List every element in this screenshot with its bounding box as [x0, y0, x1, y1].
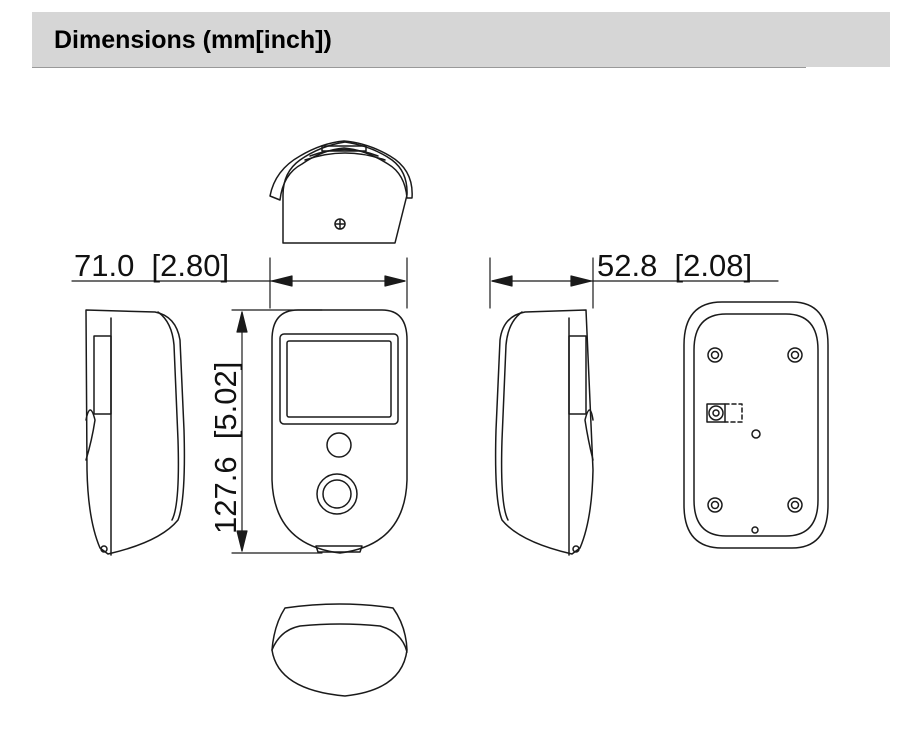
depth-dimension	[489, 257, 779, 309]
height-dimension-label: 127.6 [5.02]	[208, 362, 243, 534]
section-header: Dimensions (mm[inch])	[32, 12, 890, 67]
device-back-view-icon	[683, 301, 829, 549]
device-front-view-icon	[271, 309, 408, 554]
device-right-side-view-icon	[494, 309, 594, 556]
depth-dimension-label: 52.8 [2.08]	[597, 248, 752, 283]
device-bottom-view-icon	[271, 603, 408, 697]
height-dimension	[231, 309, 323, 554]
device-top-view-icon	[269, 140, 413, 244]
device-left-side-view-icon	[85, 309, 186, 556]
header-divider	[32, 67, 806, 68]
section-title: Dimensions (mm[inch])	[54, 26, 332, 54]
width-dimension	[71, 257, 408, 309]
width-dimension-label: 71.0 [2.80]	[74, 248, 229, 283]
